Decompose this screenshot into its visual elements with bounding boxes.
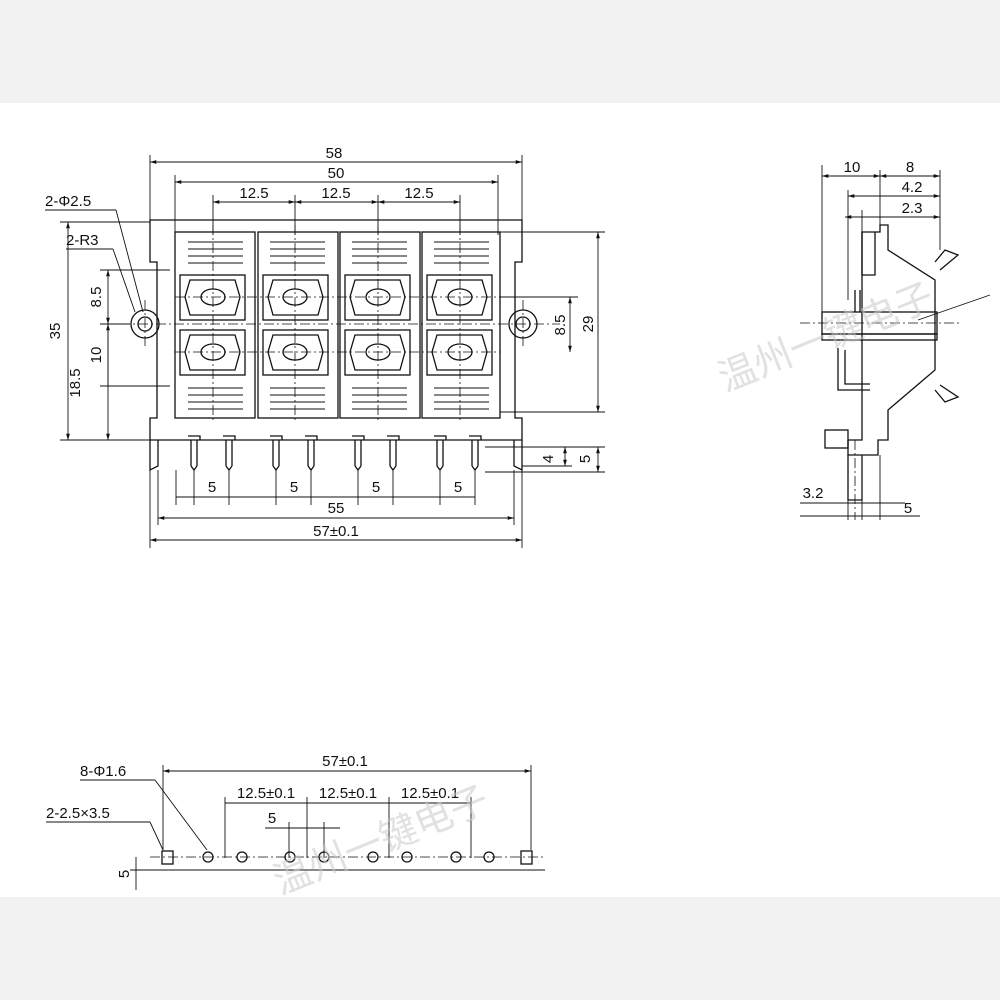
pcb-layout: 57±0.1 12.5±0.1 12.5±0.1 12.5±0.1 5 8-Φ1… [46,753,545,890]
pin-pitch-label-4: 5 [454,479,462,496]
pin-pitch-label-3: 5 [372,479,380,496]
pcb-pitch-label-a: 12.5±0.1 [237,785,295,802]
pins [149,435,523,472]
side-dim-4-2-label: 4.2 [902,179,923,196]
dim-55-label: 55 [328,500,345,517]
pcb-row-offset-label: 5 [116,870,133,878]
dim-5-right-label: 5 [577,455,594,463]
watermark-bottom: 温州一键电子 [267,777,495,903]
watermark-top: 温州一键电子 [712,274,940,400]
pin-hole-callout: 8-Φ1.6 [80,763,126,780]
side-dim-2-3-label: 2.3 [902,200,923,217]
pcb-pitch-label-b: 12.5±0.1 [319,785,377,802]
pcb-pin-pitch-label: 5 [268,810,276,827]
radius-callout: 2-R3 [66,232,99,249]
dim-50-label: 50 [328,165,345,182]
side-dim-5-label: 5 [904,500,912,517]
pitch-label-b: 12.5 [321,185,350,202]
dim-18-5-label: 18.5 [67,368,84,397]
dim-29-label: 29 [580,316,597,333]
front-view: 58 50 12.5 12.5 12.5 [45,145,605,548]
pin-pitch-label-1: 5 [208,479,216,496]
side-view: 10 8 4.2 2.3 3.2 5 [800,159,991,520]
dim-8-5-left-label: 8.5 [88,287,105,308]
pin-pitch-label-2: 5 [290,479,298,496]
slot-callout: 2-2.5×3.5 [46,805,110,822]
pitch-label-c: 12.5 [404,185,433,202]
pcb-pitch-label-c: 12.5±0.1 [401,785,459,802]
dim-8-5-right-label: 8.5 [552,315,569,336]
dim-58-label: 58 [326,145,343,162]
side-dim-3-2-label: 3.2 [803,485,824,502]
side-dim-8-label: 8 [906,159,914,176]
dim-4-label: 4 [540,455,557,463]
pcb-dim-57-label: 57±0.1 [322,753,368,770]
dim-57-label: 57±0.1 [313,523,359,540]
pitch-label-a: 12.5 [239,185,268,202]
side-dim-10-label: 10 [844,159,861,176]
hole-callout: 2-Φ2.5 [45,193,91,210]
dim-10-label: 10 [88,347,105,364]
dim-35-label: 35 [47,323,64,340]
terminal-modules [174,231,501,419]
